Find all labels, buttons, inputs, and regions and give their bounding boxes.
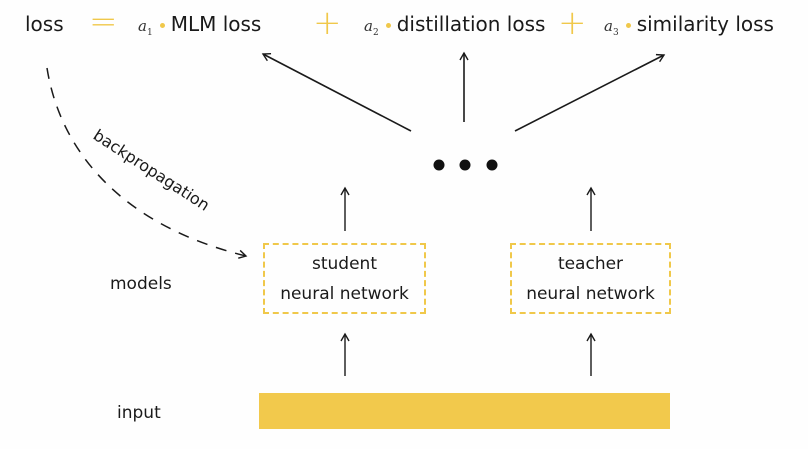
ellipsis-dot [433,159,445,171]
models-row-label: models [110,274,172,294]
plus-sign: + [313,3,342,43]
multiply-dot-icon [159,23,165,28]
coef-a1: a1 [138,17,153,38]
term-distillation: a2 distillation loss [364,12,545,38]
backprop-arrow [46,67,248,259]
loss-label: loss [25,12,64,36]
arrow-to-mlm-loss [261,52,412,132]
mlm-loss-label: MLM loss [170,12,262,36]
student-subtitle: neural network [280,283,409,304]
ellipsis-dot [459,159,471,171]
term-similarity: a3 similarity loss [604,12,774,38]
ellipsis-dot [486,159,498,171]
coef-a2: a2 [364,17,379,38]
input-row-label: input [117,403,161,423]
distillation-loss-label: distillation loss [396,12,546,36]
term-mlm: a1 MLM loss [138,12,261,38]
equals-sign: = [89,2,118,42]
coef-a3: a3 [604,17,619,38]
similarity-loss-label: similarity loss [636,12,774,36]
backprop-label: backpropagation [90,125,213,214]
plus-sign: + [558,3,587,43]
teacher-network-box: teacher neural network [510,243,671,314]
student-label: student [312,253,377,274]
input-bar [259,393,670,429]
arrow-to-similarity-loss [514,53,666,132]
multiply-dot-icon [385,23,391,28]
teacher-label: teacher [557,253,624,274]
teacher-subtitle: neural network [526,283,655,304]
multiply-dot-icon [625,23,631,28]
student-network-box: student neural network [263,243,426,314]
